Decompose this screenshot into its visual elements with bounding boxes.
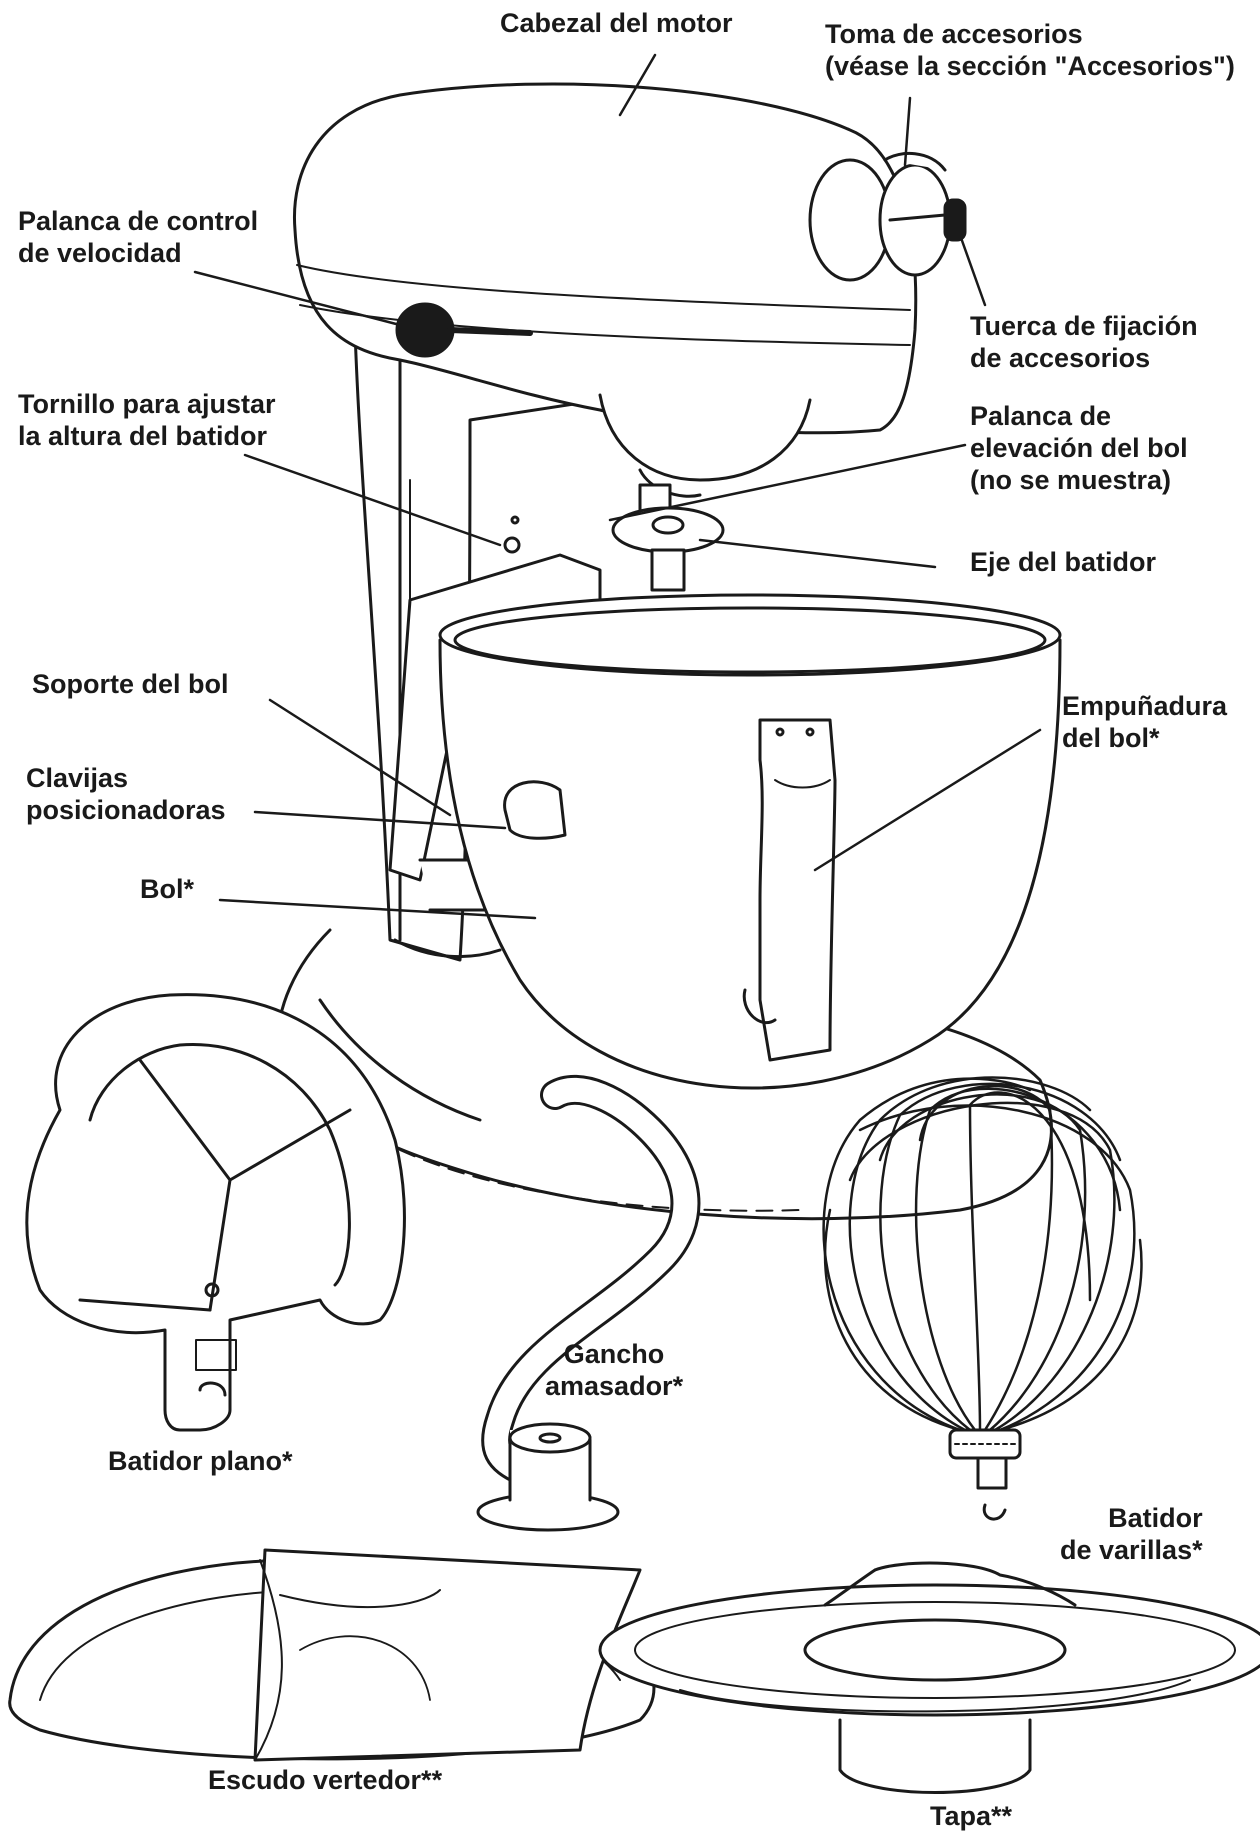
motor-head [292, 82, 918, 498]
label-speed-control-lever: Palanca de control de velocidad [18, 206, 259, 268]
leader-lines [193, 53, 1042, 920]
flat-beater [25, 993, 406, 1432]
attachment-hub [808, 151, 967, 282]
label-locating-pins: Clavijas posicionadoras [26, 763, 226, 825]
wire-whip [822, 1076, 1143, 1521]
label-height-adjust-screw: Tornillo para ajustar la altura del bati… [18, 389, 276, 451]
label-motor-head: Cabezal del motor [500, 8, 733, 38]
leader-bowl-handle [813, 728, 1042, 872]
leader-bowl-support [268, 698, 452, 817]
label-hub-knob: Tuerca de fijación de accesorios [970, 311, 1198, 373]
leader-speed-lever [193, 270, 402, 327]
leader-motor-head [618, 53, 657, 117]
label-bowl-handle: Empuñadura del bol* [1062, 691, 1228, 753]
label-bowl-lift-lever: Palanca de elevación del bol (no se mues… [970, 401, 1188, 495]
leader-attachment-hub [903, 96, 912, 167]
leader-hub-knob [958, 233, 987, 307]
speed-control-knob [395, 302, 533, 358]
label-lid: Tapa** [930, 1801, 1013, 1831]
leader-bowl [218, 898, 537, 920]
label-bowl: Bol* [140, 874, 194, 904]
label-flat-beater: Batidor plano* [108, 1446, 293, 1476]
mixing-bowl [438, 593, 1062, 1090]
leader-beater-shaft [698, 538, 937, 569]
bowl-lid [598, 1561, 1260, 1794]
label-wire-whip: Batidor de varillas* [1060, 1503, 1203, 1565]
label-beater-shaft: Eje del batidor [970, 547, 1157, 577]
leader-bowl-lift [608, 443, 967, 522]
beater-shaft [611, 483, 725, 592]
label-bowl-support: Soporte del bol [32, 669, 229, 699]
label-pouring-shield: Escudo vertedor** [208, 1765, 443, 1795]
label-attachment-hub: Toma de accesorios (véase la sección "Ac… [825, 19, 1235, 81]
dough-hook [476, 1075, 701, 1532]
label-dough-hook: Gancho amasador* [545, 1339, 684, 1401]
pouring-shield [8, 1548, 656, 1762]
leader-locating-pins [253, 810, 507, 830]
leader-height-screw [243, 453, 502, 547]
